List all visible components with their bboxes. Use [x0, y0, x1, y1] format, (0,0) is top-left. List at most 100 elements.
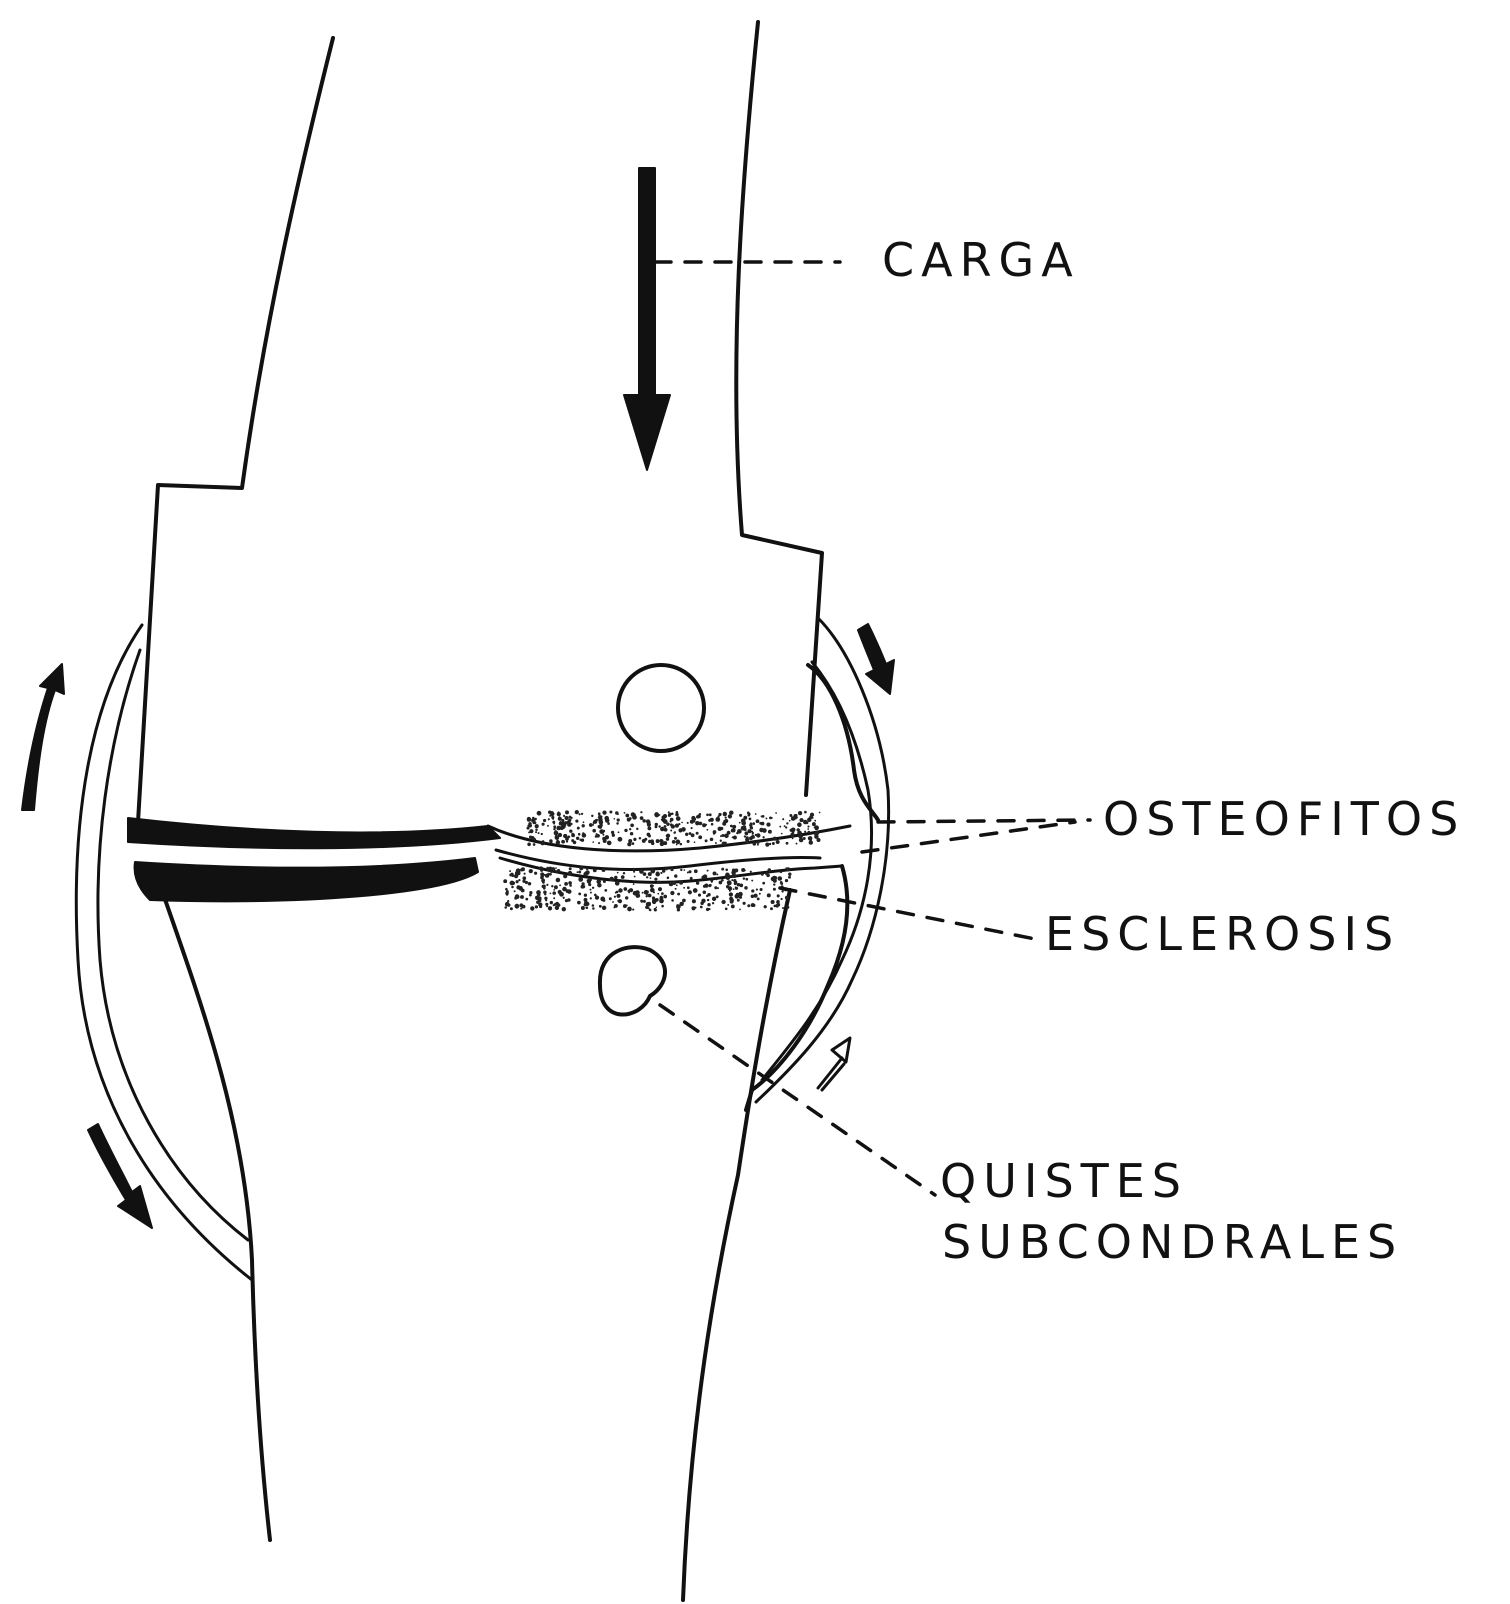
sclerosis-dot — [598, 812, 601, 815]
sclerosis-dot — [662, 815, 666, 819]
sclerosis-dot — [722, 834, 725, 837]
sclerosis-dot — [743, 816, 747, 820]
sclerosis-dot — [553, 897, 555, 899]
sclerosis-dot — [635, 893, 640, 898]
sclerosis-dot — [716, 873, 718, 875]
sclerosis-dot — [666, 837, 669, 840]
sclerosis-dot — [703, 890, 707, 894]
sclerosis-dot — [731, 829, 735, 833]
sclerosis-dot — [646, 890, 649, 893]
sclerosis-dot — [804, 811, 807, 814]
sclerosis-dot — [618, 831, 620, 833]
sclerosis-dot — [585, 902, 589, 906]
sclerosis-dot — [693, 821, 695, 823]
sclerosis-dot — [727, 881, 732, 886]
sclerosis-dot — [676, 884, 678, 886]
sclerosis-dot — [518, 879, 520, 881]
sclerosis-dot — [674, 831, 676, 833]
sclerosis-dot — [550, 812, 554, 816]
left-lower-arrow — [88, 1124, 152, 1228]
sclerosis-dot — [705, 824, 707, 826]
sclerosis-dot — [539, 899, 541, 901]
sclerosis-dot — [713, 871, 717, 875]
tibia — [160, 885, 790, 1600]
sclerosis-dot — [690, 877, 693, 880]
sclerosis-dot — [707, 899, 709, 901]
sclerosis-dot — [667, 877, 670, 880]
sclerosis-dot — [732, 873, 736, 877]
sclerosis-dot — [588, 878, 592, 882]
sclerosis-dot — [785, 896, 789, 900]
sclerosis-dot — [594, 894, 597, 897]
sclerosis-dot — [747, 904, 750, 907]
sclerosis-dot — [558, 890, 562, 894]
sclerosis-dot — [617, 894, 621, 898]
sclerosis-dot — [657, 881, 660, 884]
sclerosis-dot — [505, 902, 510, 907]
sclerosis-dot — [516, 880, 519, 883]
sclerosis-dot — [596, 879, 601, 884]
sclerosis-dot — [711, 881, 713, 883]
sclerosis-dot — [535, 905, 538, 908]
sclerosis-dot — [739, 822, 741, 824]
sclerosis-dot — [553, 904, 555, 906]
movement-arrows — [22, 624, 894, 1228]
sclerosis-dot — [733, 836, 737, 840]
sclerosis-dot — [548, 906, 552, 910]
sclerosis-dot — [745, 832, 748, 835]
sclerosis-dot — [647, 826, 651, 830]
right-upper-arrow — [858, 624, 894, 694]
sclerosis-dot — [592, 841, 594, 843]
sclerosis-dot — [786, 906, 789, 909]
sclerosis-dot — [529, 869, 533, 873]
sclerosis-dot — [555, 867, 557, 869]
sclerosis-dot — [590, 892, 592, 894]
sclerosis-dot — [545, 899, 547, 901]
sclerosis-dot — [699, 813, 701, 815]
sclerosis-dot — [563, 897, 565, 899]
sclerosis-dot — [577, 827, 580, 830]
sclerosis-dot — [623, 904, 627, 908]
sclerosis-dot — [650, 888, 655, 893]
sclerosis-dot — [711, 823, 714, 826]
sclerosis-dot — [712, 897, 716, 901]
sclerosis-dot — [794, 817, 797, 820]
sclerosis-dot — [554, 827, 556, 829]
sclerosis-dot — [765, 817, 767, 819]
sclerosis-dot — [789, 820, 791, 822]
sclerosis-dot — [785, 879, 788, 882]
sclerosis-dot — [590, 889, 592, 891]
sclerosis-dot — [774, 877, 776, 879]
sclerosis-dot — [657, 893, 659, 895]
sclerosis-dot — [798, 811, 802, 815]
sclerosis-dot — [552, 891, 556, 895]
sclerosis-dot — [729, 893, 731, 895]
sclerosis-dot — [679, 902, 683, 906]
sclerosis-dot — [583, 821, 585, 823]
sclerosis-dot — [678, 823, 680, 825]
sclerosis-dot — [741, 826, 746, 831]
sclerosis-dot — [616, 822, 619, 825]
sclerosis-dot — [655, 825, 658, 828]
sclerosis-dot — [759, 828, 763, 832]
sclerosis-dot — [750, 871, 752, 873]
sclerosis-dot — [786, 822, 788, 824]
sclerosis-dot — [520, 907, 522, 909]
sclerosis-dot — [614, 896, 616, 898]
sclerosis-dot — [687, 822, 689, 824]
sclerosis-dot — [650, 877, 652, 879]
sclerosis-dot — [584, 871, 588, 875]
sclerosis-dot — [660, 841, 664, 845]
sclerosis-dot — [807, 826, 809, 828]
femoral-cartilage-band — [128, 818, 500, 848]
sclerosis-dot — [602, 834, 604, 836]
sclerosis-dot — [576, 837, 579, 840]
sclerosis-dot — [588, 883, 591, 886]
sclerosis-dot — [646, 876, 648, 878]
sclerosis-dot — [736, 893, 739, 896]
sclerosis-dot — [504, 906, 507, 909]
sclerosis-dot — [575, 820, 578, 823]
sclerosis-dot — [664, 828, 668, 832]
sclerosis-dot — [505, 888, 508, 891]
sclerosis-dot — [677, 893, 680, 896]
